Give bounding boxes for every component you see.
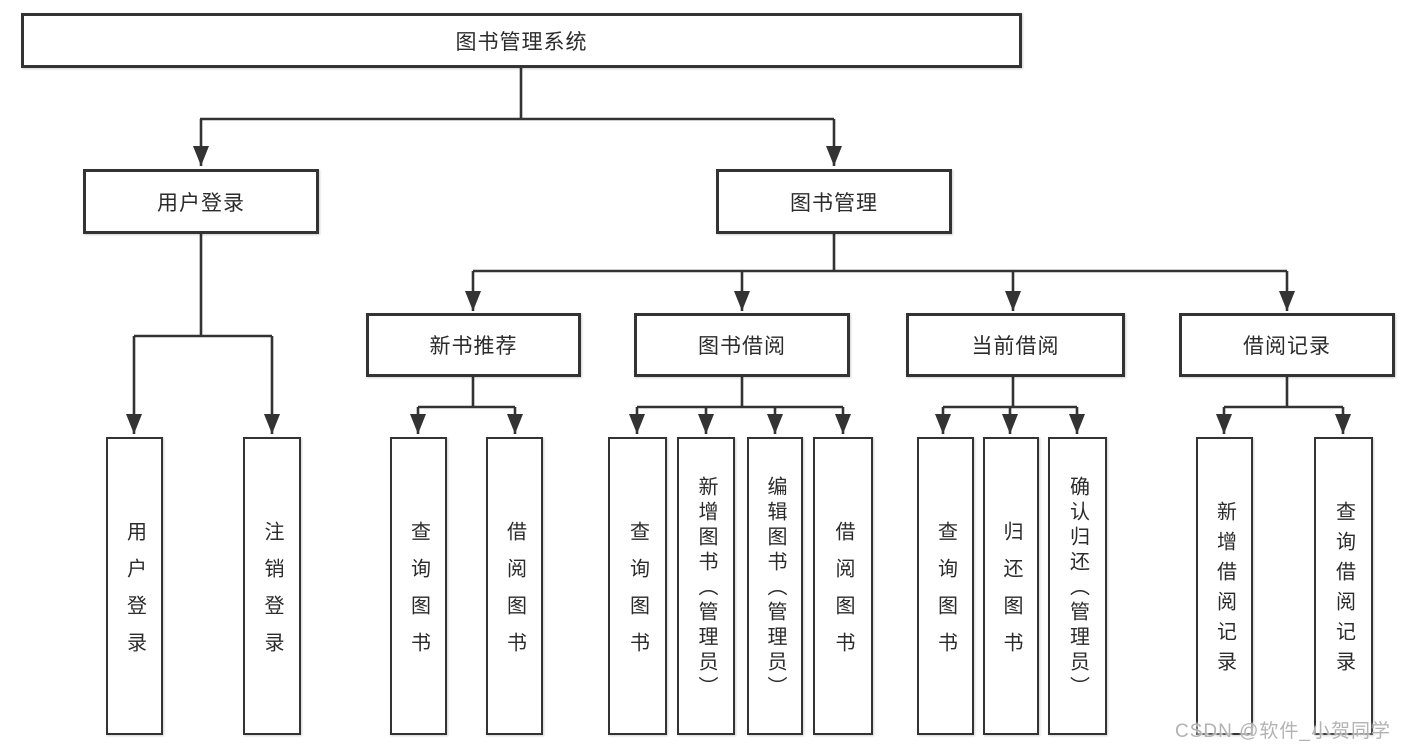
node-label: 编辑图书（管理员） [764,476,786,701]
leaf-return-book: 归还图书 [983,437,1039,735]
leaf-borrow-books: 借阅图书 [813,437,873,735]
node-label: 查询图书 [626,520,649,669]
leaf-query-books-borrowing: 查询图书 [608,437,667,735]
node-label: 新增借阅记录 [1213,501,1236,681]
node-user-login: 用户登录 [83,169,319,234]
node-label: 查询图书 [407,520,430,669]
node-label: 借阅图书 [503,520,526,669]
node-new-book-recommend: 新书推荐 [366,313,581,377]
leaf-add-borrow-record: 新增借阅记录 [1196,437,1253,735]
leaf-query-books-current: 查询图书 [917,437,974,735]
node-label: 用户登录 [123,520,146,669]
node-label: 确认归还（管理员） [1066,476,1089,701]
leaf-confirm-return-admin: 确认归还（管理员） [1048,437,1107,735]
node-label: 查询借阅记录 [1332,501,1355,681]
leaf-query-books-recommend: 查询图书 [390,437,447,735]
node-label: 借阅图书 [832,520,854,669]
leaf-add-book-admin: 新增图书（管理员） [677,437,735,735]
node-book-borrowing: 图书借阅 [634,313,850,377]
node-label: 新增图书（管理员） [695,476,717,701]
node-book-management: 图书管理 [716,169,952,234]
csdn-watermark: CSDN @软件_小贺同学 [1175,721,1391,742]
leaf-borrow-books-recommend: 借阅图书 [486,437,543,735]
node-current-borrowing: 当前借阅 [906,313,1125,377]
node-root: 图书管理系统 [21,13,1022,68]
leaf-user-login: 用户登录 [106,437,163,735]
node-label: 归还图书 [1000,520,1022,669]
node-borrow-records: 借阅记录 [1179,313,1395,377]
node-label: 查询图书 [934,520,957,669]
leaf-edit-book-admin: 编辑图书（管理员） [747,437,803,735]
node-label: 注销登录 [261,520,283,669]
leaf-query-borrow-record: 查询借阅记录 [1314,437,1373,735]
leaf-logout: 注销登录 [243,437,301,735]
